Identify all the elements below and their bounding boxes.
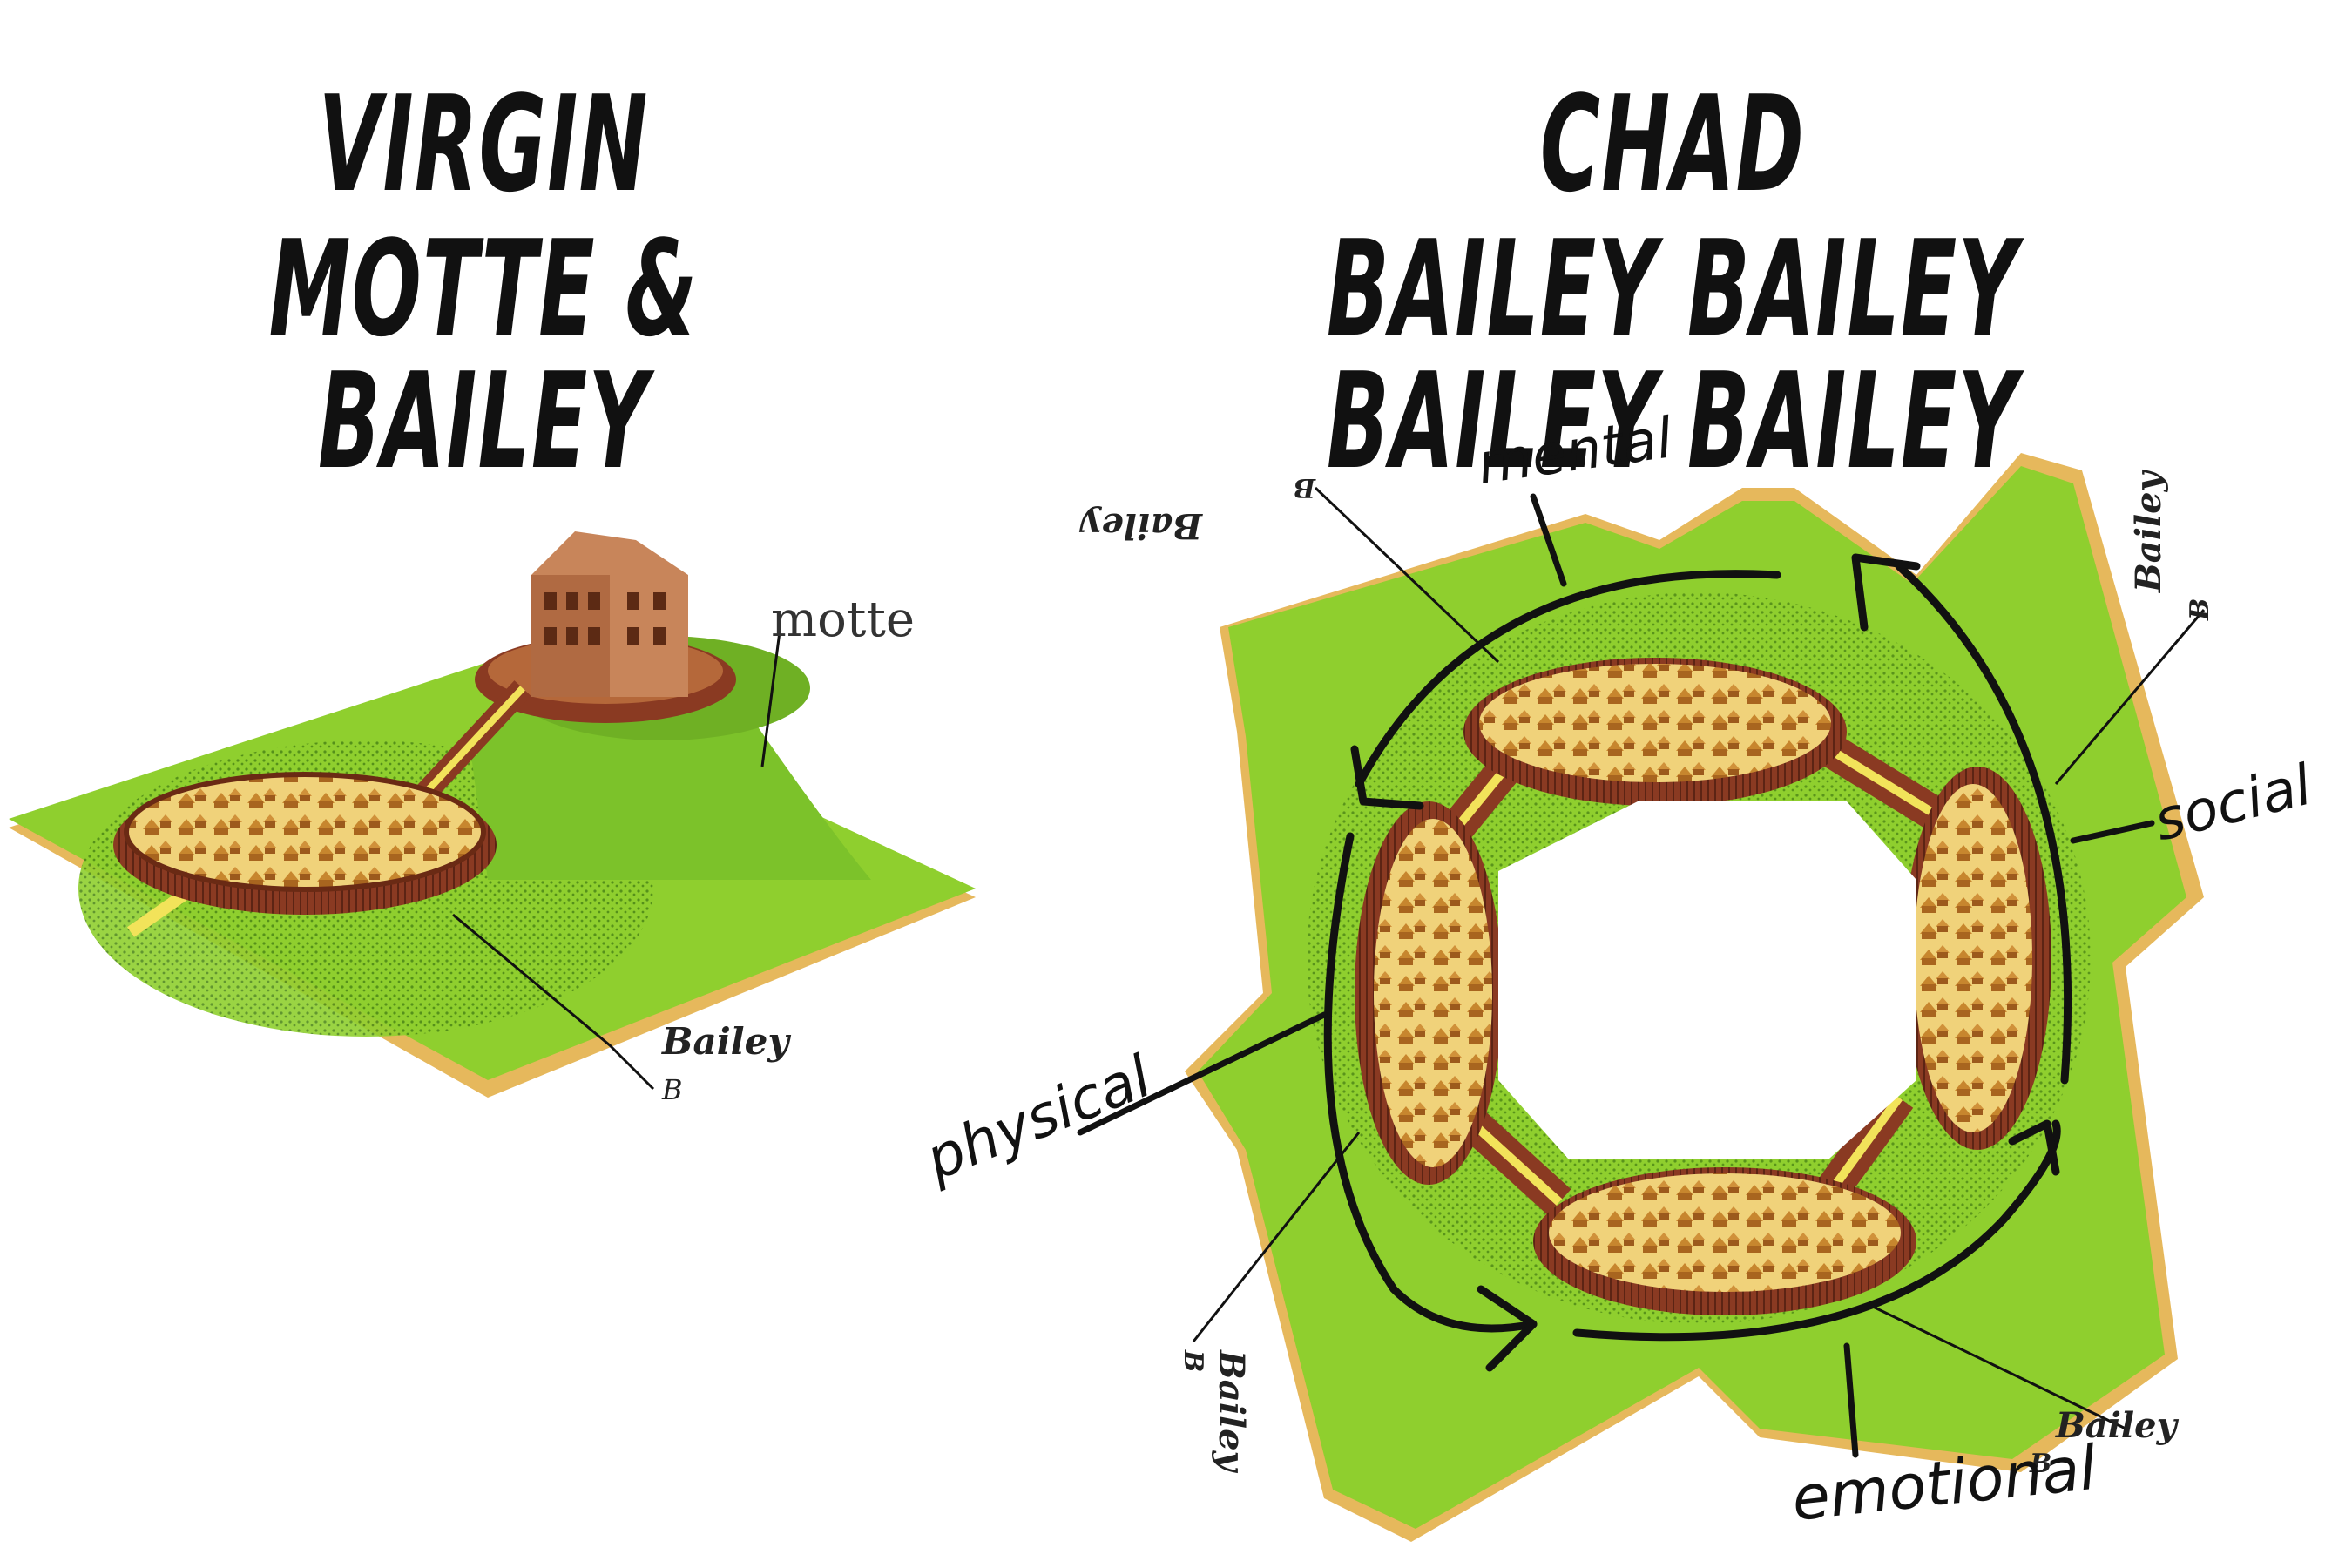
- arrow-bottom-right: [1572, 1119, 2061, 1342]
- motte-and-bailey-illustration: motte Bailey B: [9, 531, 976, 1106]
- handwritten-tick-lines: [1077, 493, 2155, 1458]
- bailey-left: [1355, 801, 1503, 1185]
- right-heading-line1: CHAD: [1539, 67, 1806, 221]
- hand-label-mental: mental: [1474, 406, 1677, 497]
- arrowhead-right-up: [1851, 553, 1921, 632]
- bailey-village: [126, 774, 483, 889]
- bailey-right: [1903, 767, 2051, 1150]
- right-bailey-labels: Bailey B Bailey B Bailey B Bailey B: [1078, 469, 2215, 1479]
- b-label-top: B: [1294, 472, 1316, 503]
- bailey-bottom: [1533, 1167, 1916, 1315]
- bailey-label-top: Bailey: [1078, 505, 1203, 546]
- arrow-right-up: [1895, 562, 2072, 1085]
- left-heading: VIRGIN MOTTE & BAILEY: [184, 67, 783, 498]
- arrow-left-down: [1323, 832, 1538, 1333]
- bailey-label-left: Bailey: [1211, 1349, 1252, 1474]
- b-label-bottom: B: [2029, 1449, 2051, 1479]
- arrow-top-left: [1355, 570, 1781, 788]
- right-leader-lines: [1192, 486, 2206, 1430]
- bailey-leader-line: [452, 913, 655, 1091]
- b-label-left: B: [1178, 1349, 1208, 1372]
- right-heading-line2: BAILEY BAILEY BAILEY BAILEY: [1327, 212, 2018, 498]
- left-heading-line2: MOTTE & BAILEY: [268, 212, 699, 498]
- bailey-top: [1463, 658, 1847, 806]
- bailey-inner-wall: [124, 772, 486, 892]
- arrowhead-top-left: [1350, 745, 1424, 810]
- label-bailey: Bailey: [661, 1020, 791, 1063]
- arrowhead-left-down: [1477, 1285, 1538, 1372]
- b-label-right: B: [2185, 598, 2215, 621]
- arrowhead-bottom-right: [2008, 1119, 2060, 1176]
- right-heading: CHAD BAILEY BAILEY BAILEY BAILEY: [1197, 67, 2147, 498]
- center-blank: [1498, 801, 1916, 1159]
- keep-windows: [544, 592, 666, 645]
- bailey-label-right: Bailey: [2128, 469, 2169, 593]
- hand-label-social: social: [2148, 754, 2318, 855]
- left-heading-line1: VIRGIN: [318, 67, 649, 221]
- label-motte: motte: [771, 591, 915, 648]
- label-b: B: [661, 1073, 683, 1106]
- four-bailey-illustration: Bailey B Bailey B Bailey B Bailey B: [916, 406, 2318, 1542]
- motte-leader-line: [760, 631, 781, 767]
- hand-label-physical: physical: [916, 1043, 1160, 1193]
- cycle-arrows: [1323, 553, 2072, 1372]
- bailey-label-bottom: Bailey: [2055, 1405, 2180, 1446]
